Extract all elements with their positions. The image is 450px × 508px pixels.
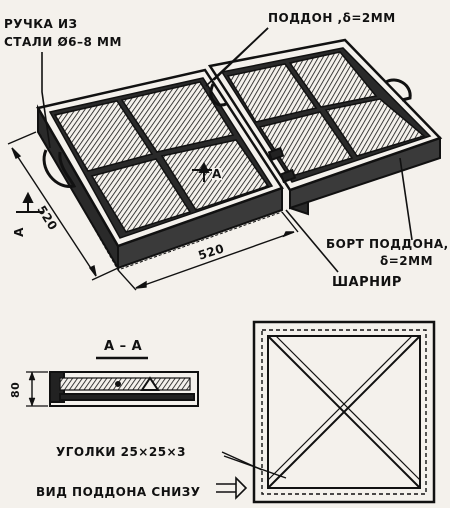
dimension-depth (7, 131, 119, 281)
section-mark-center (192, 161, 216, 182)
right-handle-top (209, 83, 227, 107)
hinge-label: ШАРНИР (332, 275, 402, 290)
right-tray (207, 38, 443, 216)
left-tray-cell (120, 81, 235, 153)
rim-label-line2: δ=2ММ (380, 254, 434, 268)
left-tray-cell (53, 100, 154, 172)
right-handle-side (385, 78, 412, 102)
section-mark-center-label: А (212, 167, 222, 181)
bottom-view-arrow (216, 476, 248, 500)
hinge (267, 146, 297, 184)
bottom-view (221, 320, 436, 504)
left-tray-cell (90, 158, 192, 233)
bottom-view-label: ВИД ПОДДОНА СНИЗУ (36, 485, 201, 499)
leader-lines (41, 27, 413, 273)
right-tray-cell (258, 111, 354, 177)
handle-label-line2: СТАЛИ Ø6–8 ММ (4, 35, 122, 49)
left-handle (42, 149, 77, 188)
section-title: А – А (104, 339, 143, 354)
section-mark-left (16, 191, 44, 213)
right-tray-cell (324, 98, 426, 157)
dimension-width (117, 211, 299, 291)
section-view (26, 356, 199, 407)
corners-label: УГОЛКИ 25×25×3 (56, 445, 186, 459)
right-tray-cell (226, 63, 318, 123)
rim-label-line1: БОРТ ПОДДОНА, (326, 237, 449, 251)
right-tray-cell (288, 51, 378, 108)
section-height-label: 80 (9, 381, 22, 398)
handle-label-line1: РУЧКА ИЗ (4, 17, 78, 31)
tray-label: ПОДДОН ,δ=2ММ (268, 11, 396, 25)
section-mark-left-label: А (11, 227, 26, 237)
